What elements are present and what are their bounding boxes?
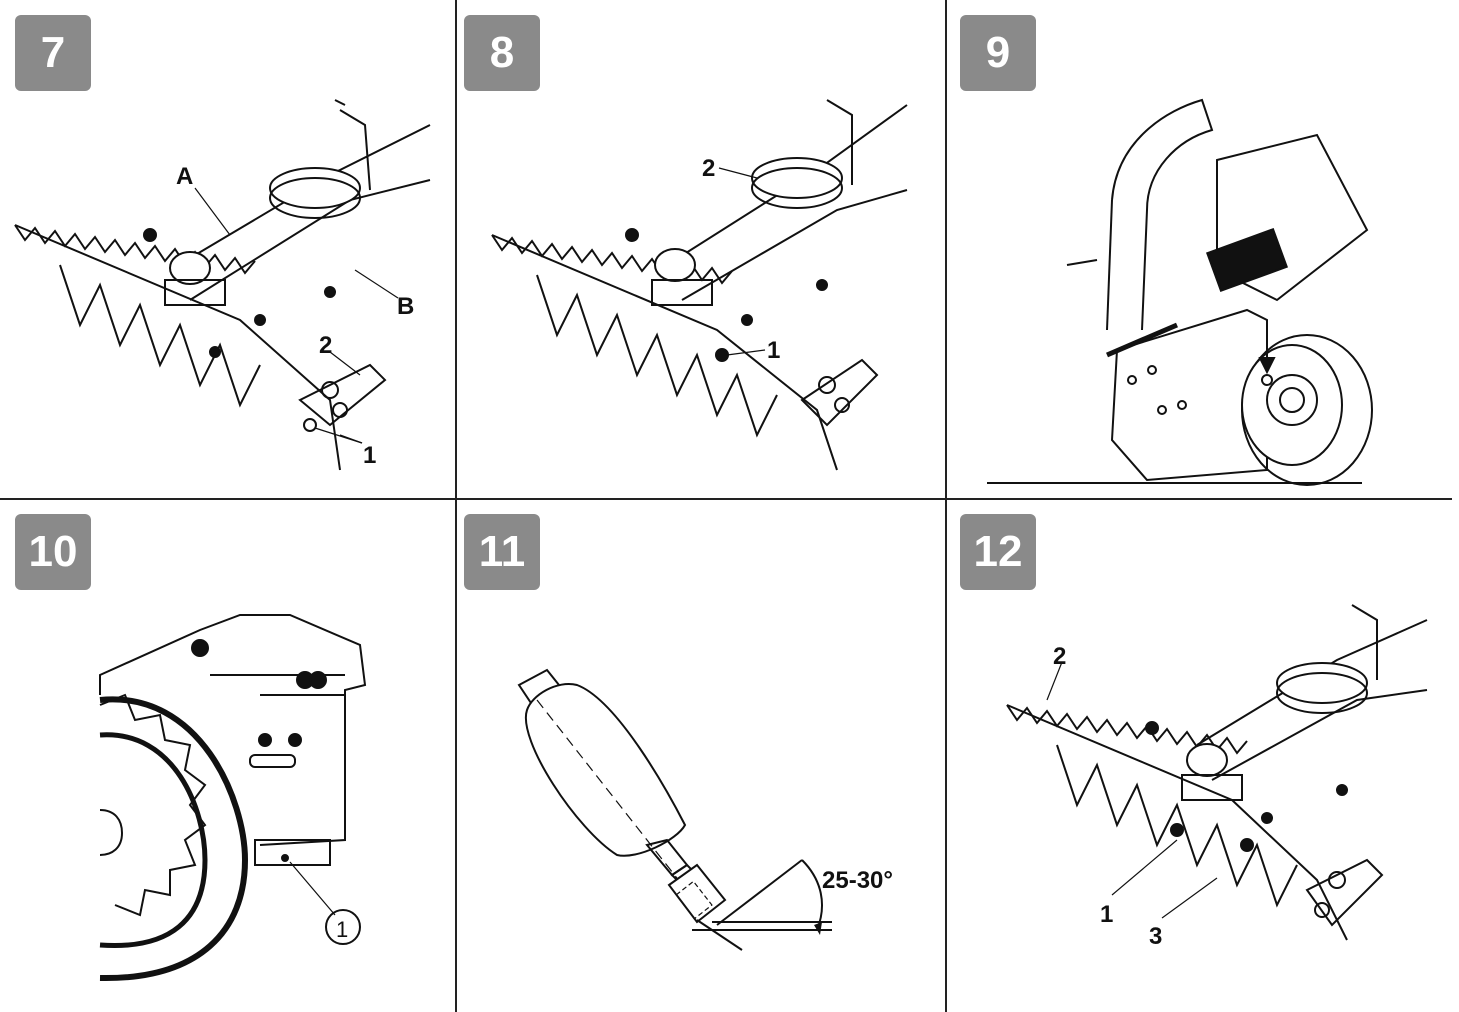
callout-2: 2 (702, 155, 715, 182)
panel-number-badge: 12 (960, 514, 1036, 590)
callout-1: 1 (363, 442, 376, 469)
angle-label: 25-30° (822, 867, 893, 894)
mower-side-view-illustration (987, 98, 1373, 486)
panel-number-badge: 7 (15, 15, 91, 91)
grinder-angle-illustration: 25-30° (517, 668, 893, 951)
panel-7: 7 (0, 0, 455, 498)
panel-12: 12 (947, 500, 1452, 1012)
cutter-bar-illustration: 2 1 3 (1006, 604, 1428, 950)
cutter-bar-illustration: A B 2 1 (14, 99, 431, 471)
panel-11: 11 25-30° (457, 500, 945, 1012)
panel-number-badge: 8 (464, 15, 540, 91)
callout-a: A (176, 163, 193, 190)
callout-3: 3 (1149, 923, 1162, 950)
wheel-gearbox-illustration: 1 (99, 614, 367, 982)
panel-number-badge: 9 (960, 15, 1036, 91)
panel-number-badge: 10 (15, 514, 91, 590)
panel-number-badge: 11 (464, 514, 540, 590)
callout-1: 1 (1100, 901, 1113, 928)
panel-9: 9 (947, 0, 1452, 498)
callout-2: 2 (319, 332, 332, 359)
callout-1: 1 (767, 337, 780, 364)
horizontal-divider (0, 498, 1452, 500)
callout-2: 2 (1053, 643, 1066, 670)
vertical-divider-2 (945, 0, 947, 1012)
vertical-divider-1 (455, 0, 457, 1012)
panel-8: 8 (457, 0, 945, 498)
callout-b: B (397, 293, 414, 320)
callout-1: 1 (336, 917, 348, 942)
cutter-bar-illustration: 2 1 (491, 99, 908, 471)
panel-10: 10 1 (0, 500, 455, 1012)
